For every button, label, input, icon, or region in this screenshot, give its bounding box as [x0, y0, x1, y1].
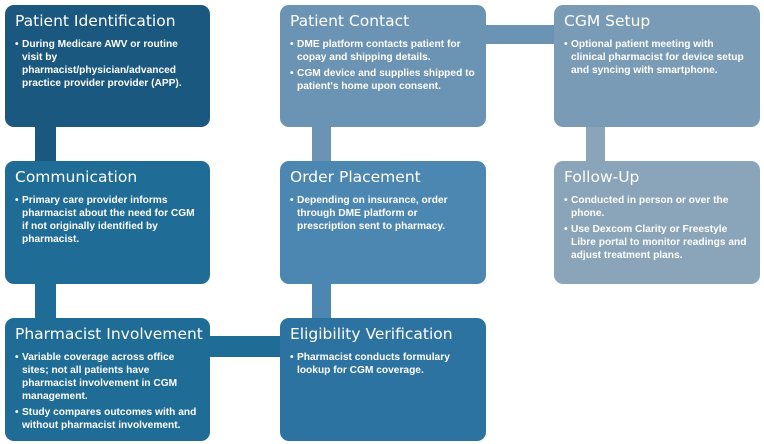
step-title: Follow-Up	[564, 168, 640, 186]
step-title: Communication	[15, 168, 138, 186]
step-bullet: Conducted in person or over the phone.	[564, 194, 750, 220]
step-follow-up: Follow-Up Conducted in person or over th…	[554, 161, 760, 284]
step-bullet: Depending on insurance, order through DM…	[290, 194, 476, 233]
step-bullet: CGM device and supplies shipped to patie…	[290, 67, 476, 93]
step-bullet: During Medicare AWV or routine visit by …	[15, 38, 200, 90]
connector-eligibility-order	[312, 284, 331, 318]
step-patient-contact: Patient Contact DME platform contacts pa…	[280, 5, 486, 127]
step-order-placement: Order Placement Depending on insurance, …	[280, 161, 486, 284]
connector-contact-setup	[486, 25, 554, 44]
connector-setup-followup	[586, 127, 605, 161]
step-bullet: Pharmacist conducts formulary lookup for…	[290, 351, 476, 377]
connector-communication-pharmacist	[35, 284, 56, 318]
step-bullet: Study compares outcomes with and without…	[15, 406, 200, 432]
step-title: Eligibility Verification	[290, 325, 453, 343]
step-bullet: Use Dexcom Clarity or Freestyle Libre po…	[564, 223, 750, 262]
connector-identification-communication	[35, 127, 56, 161]
step-pharmacist-involvement: Pharmacist Involvement Variable coverage…	[5, 318, 210, 441]
step-cgm-setup: CGM Setup Optional patient meeting with …	[554, 5, 760, 127]
step-bullet: Variable coverage across office sites; n…	[15, 351, 200, 403]
step-bullet: Primary care provider informs pharmacist…	[15, 194, 200, 246]
step-title: Patient Identification	[15, 12, 176, 30]
connector-order-contact	[312, 127, 331, 161]
step-bullet: Optional patient meeting with clinical p…	[564, 38, 750, 77]
step-patient-identification: Patient Identification During Medicare A…	[5, 5, 210, 127]
connector-pharmacist-eligibility	[210, 336, 280, 357]
step-title: CGM Setup	[564, 12, 651, 30]
step-title: Patient Contact	[290, 12, 410, 30]
step-bullet: DME platform contacts patient for copay …	[290, 38, 476, 64]
step-communication: Communication Primary care provider info…	[5, 161, 210, 284]
step-eligibility-verification: Eligibility Verification Pharmacist cond…	[280, 318, 486, 441]
step-title: Order Placement	[290, 168, 421, 186]
step-title: Pharmacist Involvement	[15, 325, 203, 343]
